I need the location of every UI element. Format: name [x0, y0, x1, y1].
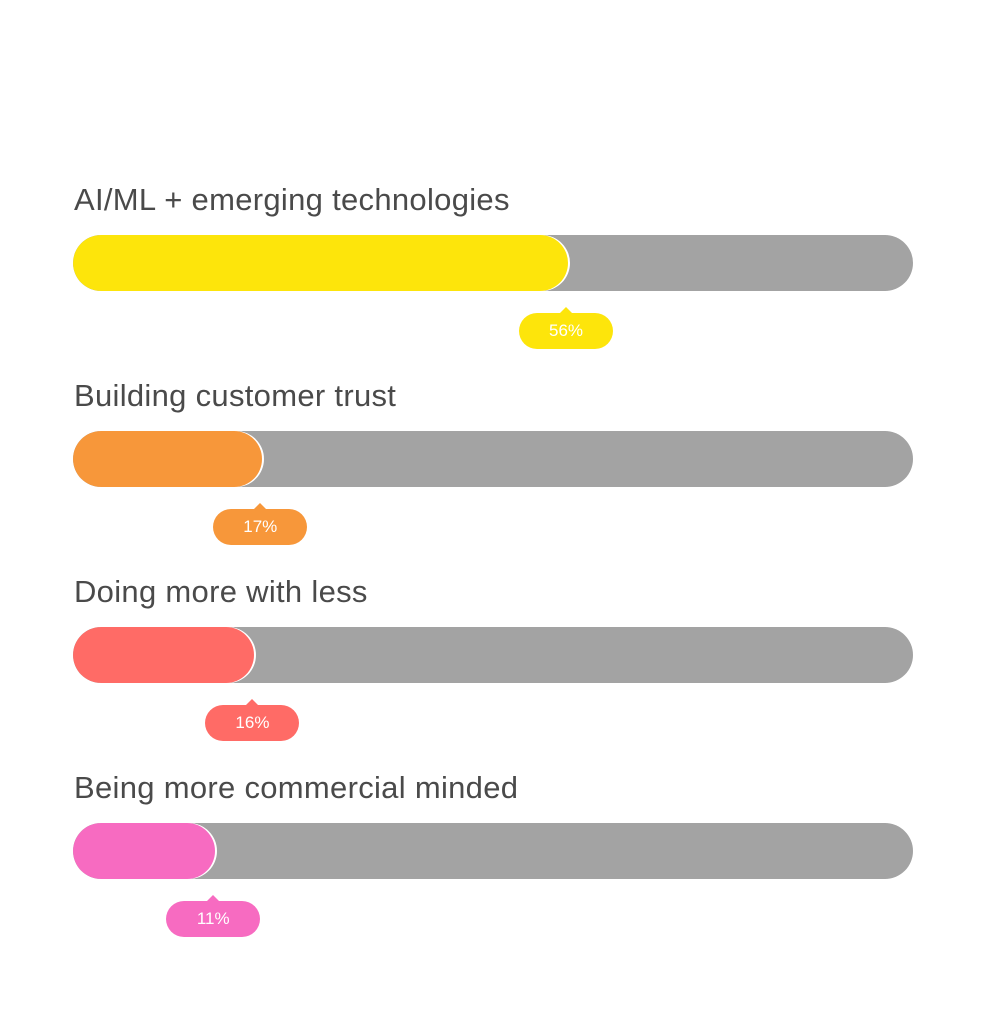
bar-fill	[73, 431, 263, 487]
category-label: Building customer trust	[74, 378, 397, 413]
bar-fill	[73, 823, 216, 879]
bar-track	[73, 431, 913, 487]
bar-track	[73, 823, 913, 879]
bar-fill	[73, 235, 569, 291]
bar-fill	[73, 627, 255, 683]
value-label: 11%	[166, 895, 261, 937]
value-label: 16%	[205, 699, 300, 741]
bar-row: Building customer trust 17%	[73, 376, 913, 556]
value-label: 17%	[213, 503, 308, 545]
bar-track	[73, 627, 913, 683]
category-label: AI/ML + emerging technologies	[74, 182, 510, 217]
bar-row: Being more commercial minded 11%	[73, 768, 913, 948]
bar-row: Doing more with less 16%	[73, 572, 913, 752]
value-label: 56%	[519, 307, 614, 349]
bar-row: AI/ML + emerging technologies 56%	[73, 180, 913, 360]
category-label: Doing more with less	[74, 574, 368, 609]
bar-track	[73, 235, 913, 291]
category-label: Being more commercial minded	[74, 770, 519, 805]
